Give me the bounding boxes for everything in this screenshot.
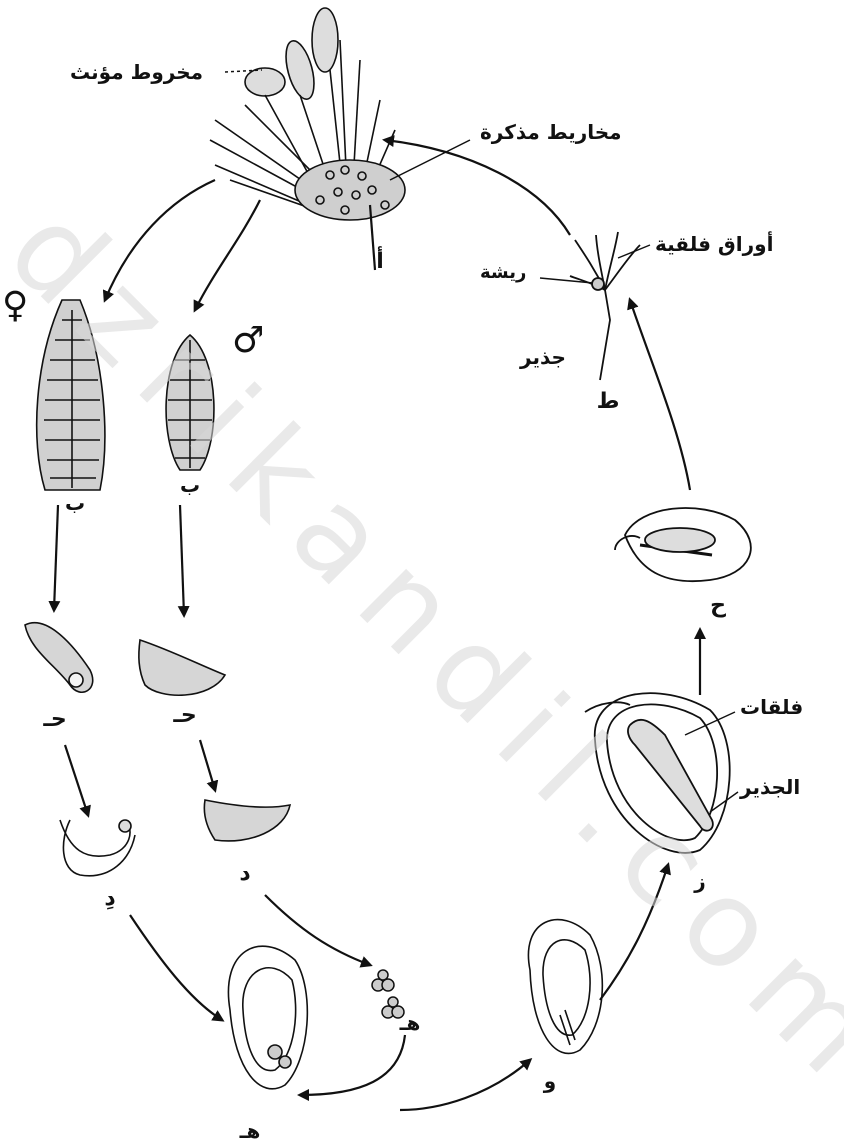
cotyledons-leader — [685, 712, 735, 735]
stage-letter-t: ط — [597, 389, 620, 414]
stage-letter-b-male: ب — [180, 473, 200, 497]
label-radicle-seed: الجذير — [740, 775, 800, 799]
male-scale-illustration — [139, 640, 225, 695]
cotyledon-leaves-leader — [618, 245, 650, 258]
male-cones-leader — [390, 140, 470, 180]
stage-letter-d-male: د — [239, 861, 250, 886]
female-ovule-illustration — [60, 820, 135, 876]
seed-embryo-illustration — [585, 693, 730, 853]
label-radicle-top: جذير — [520, 345, 566, 369]
seedling-illustration — [570, 232, 640, 380]
pine-branch-illustration — [210, 8, 405, 270]
label-plumule: ريشة — [480, 262, 526, 283]
label-cotyledons: فلقات — [740, 695, 803, 719]
stage-letter-h: ح — [710, 593, 726, 618]
germinating-seed-illustration — [615, 508, 751, 581]
stage-letter-c-female: حـ — [42, 707, 66, 732]
label-female-cone: مخروط مؤنث — [70, 60, 203, 84]
stage-letter-c-male: حـ — [172, 703, 196, 728]
female-scale-illustration — [25, 623, 93, 692]
stage-letter-z: ز — [693, 869, 706, 893]
stage-letter-a: أ — [376, 245, 384, 274]
stage-letter-e-pollen: هـ — [399, 1011, 421, 1035]
female-cone-illustration — [37, 300, 105, 490]
stage-letter-e-ovule: هـ — [239, 1119, 261, 1142]
stage-letter-w: و — [543, 1069, 556, 1093]
male-sporophyll-illustration — [204, 800, 290, 841]
male-cone-illustration — [166, 335, 214, 470]
ovule-pollination-illustration — [228, 946, 307, 1089]
stage-letter-b-female: ب — [65, 491, 85, 515]
fertilized-ovule-illustration — [528, 920, 602, 1054]
stage-letter-d-female: دِ — [104, 886, 115, 911]
label-male-cones: مخاريط مذكرة — [480, 120, 622, 144]
male-symbol: ♂ — [232, 320, 264, 361]
label-cotyledon-leaves: أوراق فلقية — [655, 232, 773, 256]
female-symbol: ♀ — [2, 285, 28, 326]
